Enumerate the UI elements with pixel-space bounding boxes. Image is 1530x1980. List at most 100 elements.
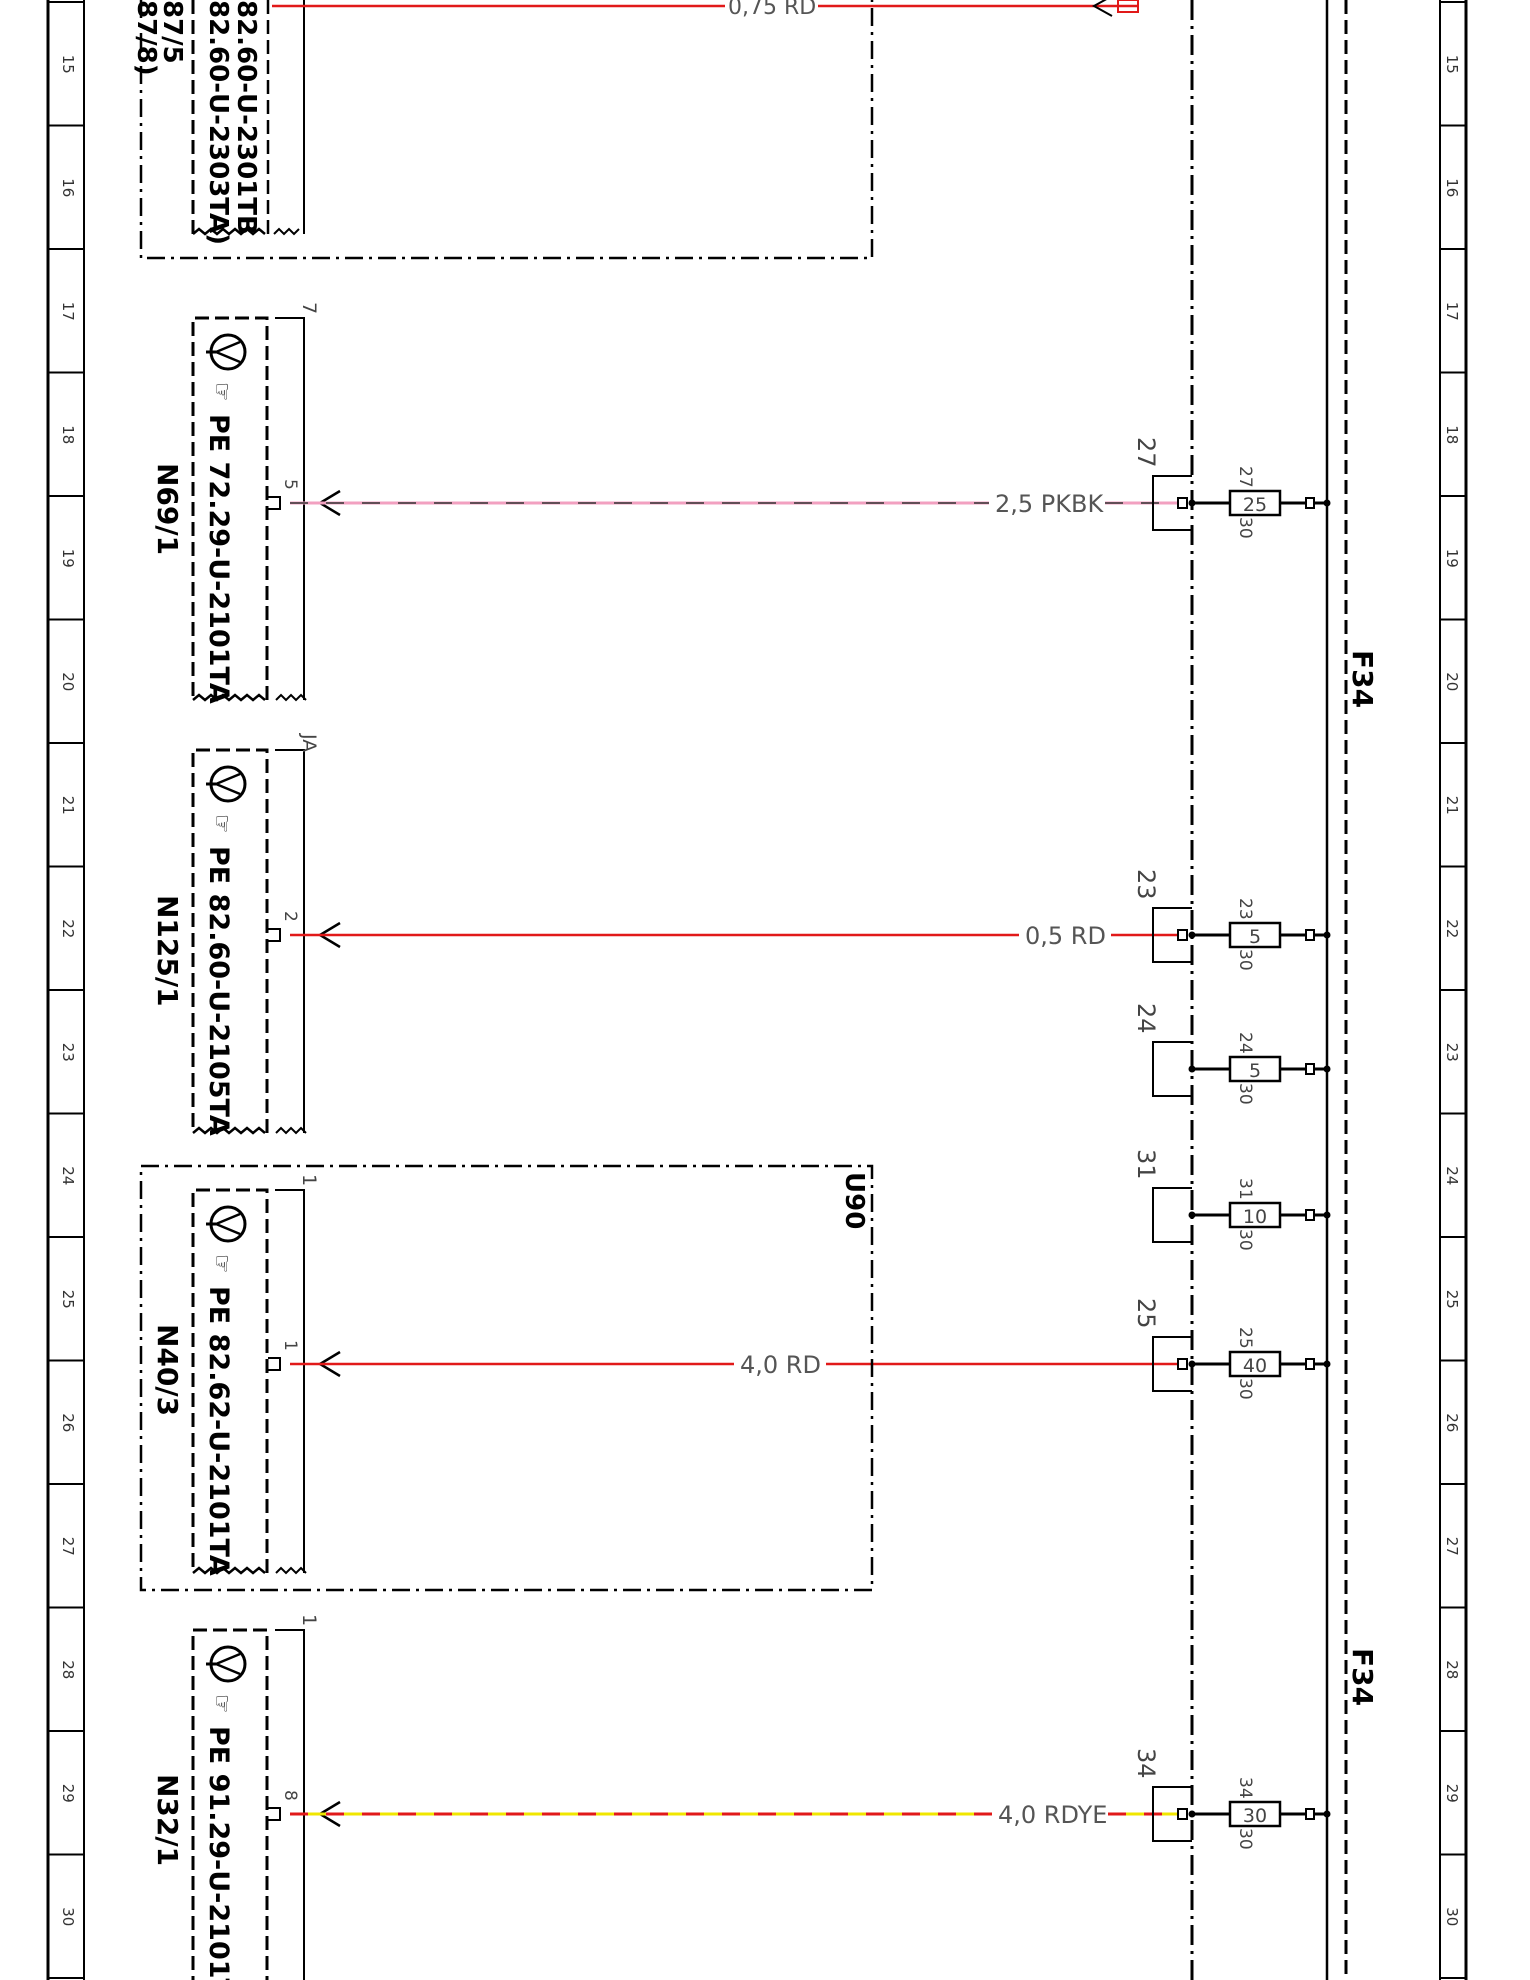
wire-terminal bbox=[1177, 497, 1188, 509]
component-id: N40/3 bbox=[151, 1324, 184, 1416]
fuse-input-junction bbox=[1188, 1360, 1196, 1368]
cut-zigzag bbox=[192, 693, 266, 702]
fuse-out-pin: 30 bbox=[1235, 1229, 1255, 1251]
fuse-element bbox=[1228, 1350, 1282, 1378]
fuse-in-pin: 31 bbox=[1235, 1178, 1255, 1200]
connector-edge bbox=[275, 1189, 305, 1573]
pin-terminal bbox=[268, 1357, 281, 1371]
connector-pin-label: 25 bbox=[1132, 1298, 1160, 1329]
wire-label: 4,0 RDYE bbox=[998, 1801, 1107, 1829]
right-ruler-label: 29 bbox=[1443, 1784, 1461, 1803]
pin-label: 1 bbox=[280, 1340, 300, 1351]
connector-edge bbox=[275, 317, 305, 700]
right-ruler-label: 26 bbox=[1443, 1413, 1461, 1432]
right-ruler-label: 17 bbox=[1443, 302, 1461, 321]
fuse-input-junction bbox=[1188, 499, 1196, 507]
sensor-symbol-icon bbox=[215, 1652, 241, 1666]
wire-label: 0,5 RD bbox=[1025, 922, 1106, 950]
connector-pin-label: 31 bbox=[1132, 1149, 1160, 1180]
fuse-rating: 25 bbox=[1243, 494, 1267, 516]
connector-pin-label: 34 bbox=[1132, 1748, 1160, 1779]
component-ref: PE 82.62-U-2101TA bbox=[203, 1286, 234, 1576]
left-ruler-label: 20 bbox=[59, 672, 77, 691]
fuse-element bbox=[1228, 921, 1282, 949]
fuse-rating: 10 bbox=[1243, 1206, 1267, 1228]
component-frame bbox=[191, 1188, 269, 1573]
cut-zigzag bbox=[192, 1126, 266, 1135]
left-ruler-label: 22 bbox=[59, 919, 77, 938]
connector-edge bbox=[275, 1629, 305, 1980]
fuse-input-junction bbox=[1188, 1065, 1196, 1073]
left-ruler-label: 15 bbox=[59, 55, 77, 74]
right-ruler-label: 22 bbox=[1443, 919, 1461, 938]
right-ruler-label: 24 bbox=[1443, 1166, 1461, 1185]
fuse-out-pin: 30 bbox=[1235, 1828, 1255, 1850]
fuse-rating: 30 bbox=[1243, 1805, 1267, 1827]
left-ruler-label: 18 bbox=[59, 425, 77, 444]
component-frame bbox=[191, 1628, 269, 1980]
fuse-out-pin: 30 bbox=[1235, 1378, 1255, 1400]
fuse-element bbox=[1228, 1201, 1282, 1229]
right-ruler-label: 23 bbox=[1443, 1043, 1461, 1062]
fuse-in-pin: 24 bbox=[1235, 1032, 1255, 1054]
pin-terminal bbox=[268, 928, 281, 942]
pin-terminal bbox=[268, 1807, 281, 1821]
busbar-junction bbox=[1323, 931, 1331, 939]
component-frame bbox=[191, 316, 269, 700]
top-block-ref-3: 87/5 bbox=[157, 0, 187, 64]
fuse-in-pin: 23 bbox=[1235, 898, 1255, 920]
left-ruler-label: 26 bbox=[59, 1413, 77, 1432]
fuse-in-pin: 25 bbox=[1235, 1327, 1255, 1349]
fuse-out-pin: 30 bbox=[1235, 949, 1255, 971]
component-ref: PE 82.60-U-2105TA bbox=[203, 846, 234, 1136]
fuse-terminal bbox=[1305, 1063, 1315, 1075]
fuse-in-pin: 34 bbox=[1235, 1777, 1255, 1799]
left-ruler-label: 23 bbox=[59, 1043, 77, 1062]
hand-pointer-icon: ☞ bbox=[208, 1694, 236, 1713]
fuse-terminal bbox=[1305, 1358, 1315, 1370]
cut-zigzag bbox=[275, 1126, 307, 1135]
sensor-symbol-icon bbox=[215, 772, 241, 786]
fuse-out-pin: 30 bbox=[1235, 1083, 1255, 1105]
component-frame bbox=[191, 748, 269, 1133]
sensor-symbol-icon bbox=[215, 1222, 241, 1236]
fuse-in-pin: 27 bbox=[1235, 466, 1255, 488]
top-pin-label: 7 bbox=[298, 302, 320, 314]
fuse-input-junction bbox=[1188, 1211, 1196, 1219]
component-id: N32/1 bbox=[151, 1774, 184, 1866]
fuse-box-label-1: F34 bbox=[1346, 650, 1379, 708]
left-ruler-label: 28 bbox=[59, 1660, 77, 1679]
fuse-box-label-2: F34 bbox=[1346, 1648, 1379, 1706]
wire-terminal bbox=[1177, 1358, 1188, 1370]
connector-bracket bbox=[1152, 1187, 1192, 1243]
fuse-element bbox=[1228, 1055, 1282, 1083]
pin-terminal bbox=[268, 496, 281, 510]
top-pin-label: JA bbox=[298, 733, 320, 752]
right-ruler-label: 19 bbox=[1443, 549, 1461, 568]
connector-bracket bbox=[1152, 1336, 1192, 1392]
connector-bracket bbox=[1152, 475, 1192, 531]
top-block-ref-1: 82.60-U-2301TB bbox=[231, 0, 261, 235]
hand-pointer-icon: ☞ bbox=[208, 1254, 236, 1273]
wire-terminal bbox=[1177, 1808, 1188, 1820]
right-ruler-label: 20 bbox=[1443, 672, 1461, 691]
fuse-terminal bbox=[1305, 497, 1315, 509]
cut-zigzag bbox=[275, 1566, 307, 1575]
connector-bracket bbox=[1152, 907, 1192, 963]
fuse-box-f34: F34 F34 25273027523302340253025303430345… bbox=[1132, 0, 1379, 1980]
component-ref: PE 72.29-U-2101TA bbox=[203, 414, 234, 704]
right-ruler-label: 30 bbox=[1443, 1907, 1461, 1926]
component-id: N69/1 bbox=[151, 463, 184, 555]
fuse: 30 34 30 34 bbox=[1132, 1748, 1331, 1850]
sensor-symbol-icon bbox=[215, 350, 241, 364]
connector-bracket bbox=[1152, 1786, 1192, 1842]
connector-pin-label: 23 bbox=[1132, 869, 1160, 900]
sensor-symbol-icon bbox=[215, 1662, 241, 1676]
right-ruler-label: 16 bbox=[1443, 178, 1461, 197]
